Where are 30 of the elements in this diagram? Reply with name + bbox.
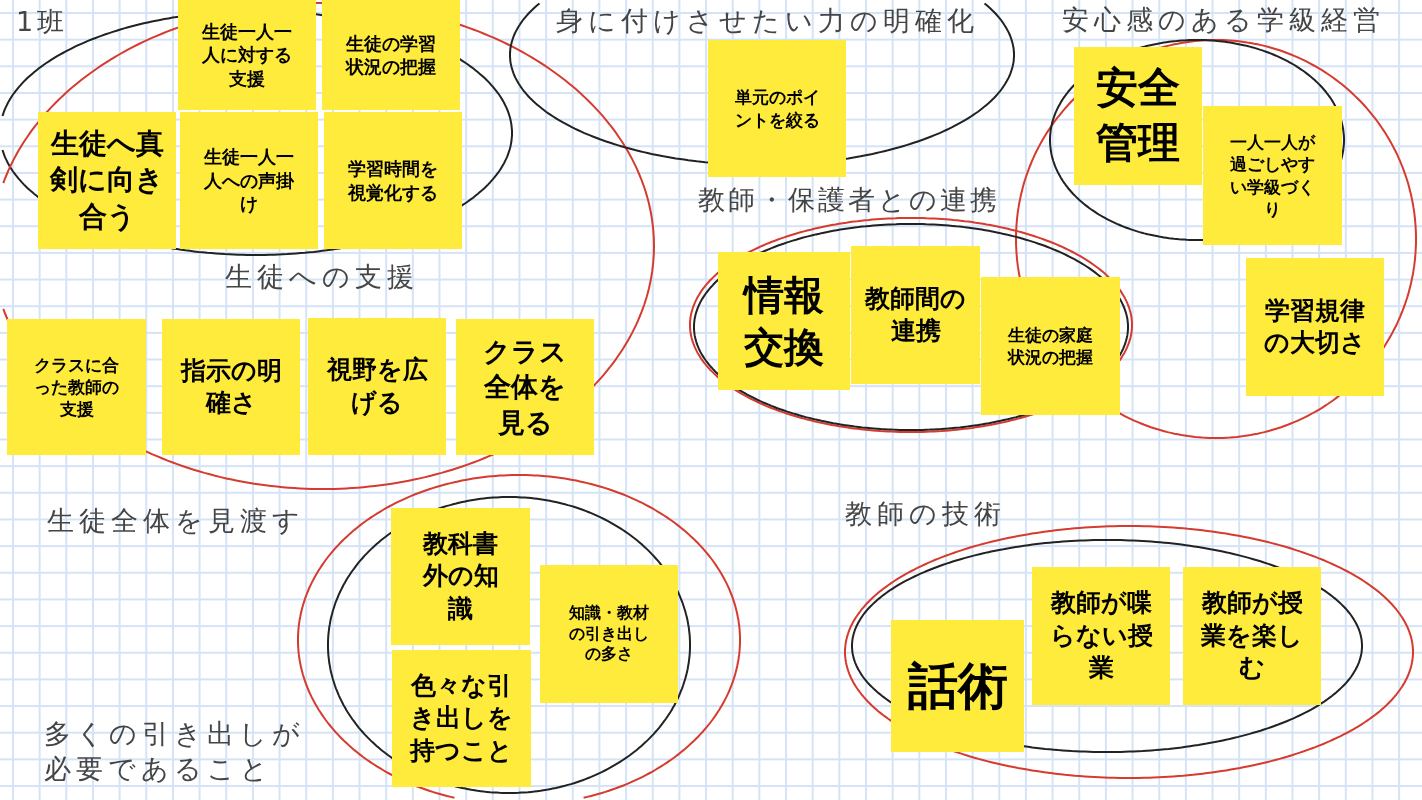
group-heading: 安心感のある学級経営 xyxy=(1062,3,1385,37)
sticky-note: 色々な引き出しを持つこと xyxy=(392,650,531,787)
sticky-note: 生徒の家庭状況の把握 xyxy=(981,277,1120,415)
sticky-note: クラス全体を見る xyxy=(456,319,594,455)
sticky-note: 知識・教材の引き出しの多さ xyxy=(540,565,678,703)
sticky-note: 生徒へ真剣に向き合う xyxy=(38,112,176,249)
team-title: 1班 xyxy=(16,5,69,39)
sticky-note: 学習時間を視覚化する xyxy=(324,112,462,249)
sticky-note: 情報交換 xyxy=(718,252,850,390)
group-heading: 教師・保護者との連携 xyxy=(698,183,1000,217)
group-heading: 身に付けさせたい力の明確化 xyxy=(556,4,979,38)
group-heading: 生徒への支援 xyxy=(225,260,419,294)
sticky-note: クラスに合った教師の支援 xyxy=(7,319,146,455)
group-heading: 教師の技術 xyxy=(845,497,1006,531)
sticky-note: 安全管理 xyxy=(1074,47,1202,185)
sticky-note: 教科書外の知識 xyxy=(391,508,530,645)
sticky-note: 教師間の連携 xyxy=(851,246,980,384)
sticky-note: 指示の明確さ xyxy=(162,319,300,455)
sticky-note: 視野を広げる xyxy=(308,318,446,455)
sticky-note: 単元のポイントを絞る xyxy=(708,40,846,177)
sticky-note: 生徒一人一人に対する支援 xyxy=(178,0,316,110)
group-heading: 多くの引き出しが必要であること xyxy=(44,717,306,787)
sticky-note: 一人一人が過ごしやすい学級づくり xyxy=(1203,106,1342,245)
sticky-note: 学習規律の大切さ xyxy=(1246,258,1384,396)
sticky-note: 教師が授業を楽しむ xyxy=(1183,567,1321,705)
sticky-note: 生徒一人一人への声掛け xyxy=(180,112,318,249)
sticky-note: 話術 xyxy=(891,620,1024,752)
sticky-note: 生徒の学習状況の把握 xyxy=(322,0,460,110)
sticky-note: 教師が喋らない授業 xyxy=(1032,567,1170,705)
group-heading: 生徒全体を見渡す xyxy=(47,504,305,538)
